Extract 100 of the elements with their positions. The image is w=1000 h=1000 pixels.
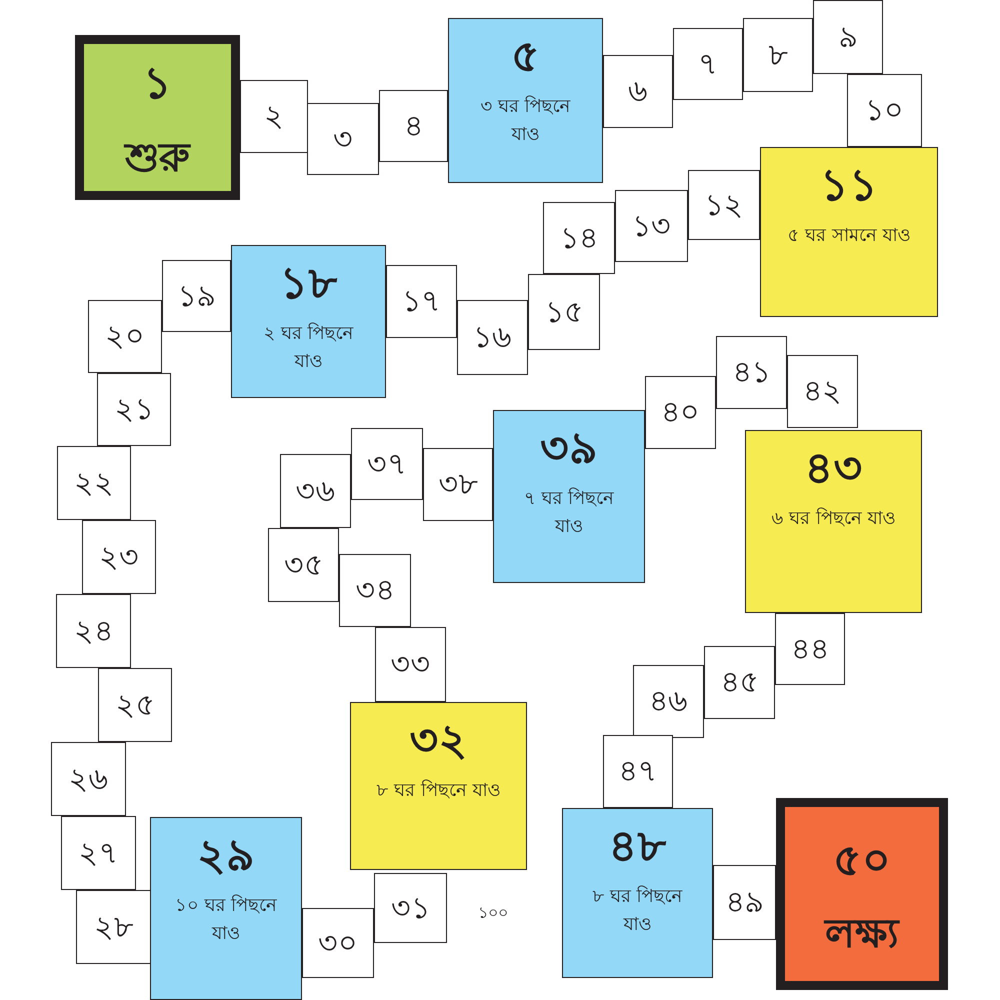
square-number: ১১ xyxy=(820,162,878,210)
board-square xyxy=(847,74,922,147)
square-instruction: ৮ ঘর পিছনে যাও xyxy=(375,778,502,804)
square-number: ২৩ xyxy=(99,540,139,574)
square-number: ২০ xyxy=(105,320,145,353)
square-number: ৩৯ xyxy=(540,425,598,474)
square-number: ৩৪ xyxy=(356,574,394,607)
board-square xyxy=(713,865,776,940)
square-number: ৪৭ xyxy=(618,755,658,788)
board-square xyxy=(716,336,787,409)
board-square xyxy=(645,376,716,449)
square-instruction: ৮ ঘর পিছনে যাও xyxy=(591,884,684,938)
square-instruction: লক্ষ্য xyxy=(822,910,901,960)
board-square xyxy=(745,430,922,613)
board-square xyxy=(76,890,151,964)
square-number: ৪২ xyxy=(803,375,842,408)
board-square xyxy=(351,428,423,500)
board-square xyxy=(603,735,673,808)
board-square xyxy=(743,18,813,92)
board-square xyxy=(493,410,645,583)
square-number: ২ xyxy=(264,100,284,133)
square-number: ৪৫ xyxy=(720,666,758,699)
square-number: ১ xyxy=(143,60,172,109)
board-square xyxy=(240,80,308,153)
square-instruction: ২ ঘর পিছনে যাও xyxy=(262,322,355,374)
square-number: ৪১ xyxy=(732,356,770,389)
square-number: ৩৬ xyxy=(296,474,336,508)
square-instruction: ১০ ঘর পিছনে যাও xyxy=(174,894,278,946)
square-number: ১৭ xyxy=(402,285,441,318)
board-square xyxy=(307,103,379,175)
board-square xyxy=(787,355,858,428)
square-number: ৩১ xyxy=(391,892,430,924)
square-number: ২২ xyxy=(74,466,114,500)
board-square xyxy=(562,808,713,978)
square-instruction: ৩ ঘর পিছনে যাও xyxy=(479,94,572,148)
board-square xyxy=(704,646,775,719)
board-square xyxy=(673,28,743,100)
board-square xyxy=(775,613,845,685)
board-square xyxy=(57,446,131,520)
square-number: ১৫ xyxy=(545,296,583,328)
board-square xyxy=(98,668,172,742)
square-number: ৪৩ xyxy=(804,445,862,494)
square-number: ৩৫ xyxy=(284,548,323,582)
board-square xyxy=(51,742,126,816)
board-square xyxy=(633,665,704,738)
square-number: ৩ xyxy=(333,122,353,156)
square-number: ১৬ xyxy=(473,321,512,354)
note-text: ১০০ xyxy=(478,902,508,924)
board-square xyxy=(162,260,231,332)
square-number: ৪৬ xyxy=(649,685,688,718)
square-number: ১৩ xyxy=(632,210,671,242)
square-number: ১৪ xyxy=(560,222,598,254)
board-square xyxy=(760,147,938,317)
board-square xyxy=(56,594,131,668)
board-square xyxy=(423,448,493,521)
square-number: ২৪ xyxy=(74,614,113,648)
board-corner-square xyxy=(776,798,948,990)
board-square xyxy=(375,627,446,702)
square-number: ৩৮ xyxy=(438,468,478,501)
board-square xyxy=(150,817,302,1000)
board-square xyxy=(350,702,527,870)
board-square xyxy=(386,265,457,338)
board-square xyxy=(280,454,351,528)
board-square xyxy=(231,245,386,398)
square-number: ৩৭ xyxy=(367,448,407,480)
square-number: ৪৪ xyxy=(791,632,829,666)
board-square xyxy=(374,873,447,943)
square-number: ৩৩ xyxy=(390,648,430,681)
square-number: ২৬ xyxy=(68,762,108,796)
square-number: ৩০ xyxy=(318,926,358,960)
square-number: ১৮ xyxy=(280,260,338,308)
square-number: ৪৯ xyxy=(726,886,764,919)
square-number: ৩২ xyxy=(410,717,468,766)
square-number: ৮ xyxy=(768,38,788,72)
square-number: ৫ xyxy=(511,33,540,82)
square-number: ৪ xyxy=(404,110,423,142)
square-instruction: ৫ ঘর সামনে যাও xyxy=(786,224,912,248)
board-square xyxy=(268,528,339,602)
board-square xyxy=(379,90,448,162)
square-number: ১০ xyxy=(865,94,904,127)
board-square xyxy=(615,190,688,262)
square-instruction: ৬ ঘর পিছনে যাও xyxy=(770,506,897,532)
square-number: ৫০ xyxy=(833,836,891,886)
square-number: ১২ xyxy=(704,188,744,222)
square-number: ১৯ xyxy=(178,280,216,312)
board-square xyxy=(543,202,615,274)
square-number: ৯ xyxy=(838,20,858,54)
board-square xyxy=(88,300,162,373)
square-instruction: শুরু xyxy=(122,134,192,183)
square-number: ২৮ xyxy=(94,910,133,944)
square-number: ৬ xyxy=(628,75,648,108)
square-number: ২৯ xyxy=(197,832,255,880)
board-square xyxy=(61,816,136,890)
square-number: ৪৮ xyxy=(608,823,666,872)
board-square xyxy=(457,300,528,375)
board-square xyxy=(528,274,600,350)
square-number: ২৭ xyxy=(78,836,118,870)
square-instruction: ৭ ঘর পিছনে যাও xyxy=(522,486,616,540)
square-number: ২১ xyxy=(114,393,154,426)
board-square xyxy=(302,908,374,978)
